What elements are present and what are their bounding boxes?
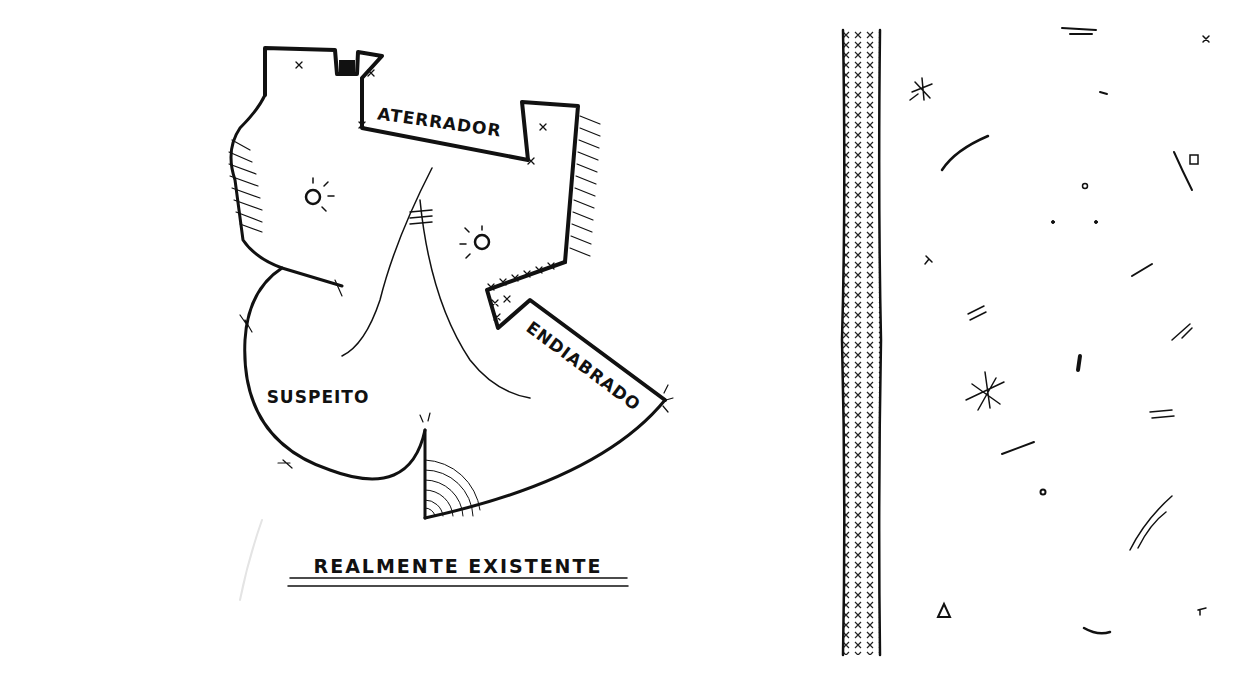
caption: REALMENTE EXISTENTE — [314, 555, 603, 577]
region-label: SUSPEITO — [267, 387, 370, 407]
region-label: ENDIABRADO — [523, 317, 645, 415]
